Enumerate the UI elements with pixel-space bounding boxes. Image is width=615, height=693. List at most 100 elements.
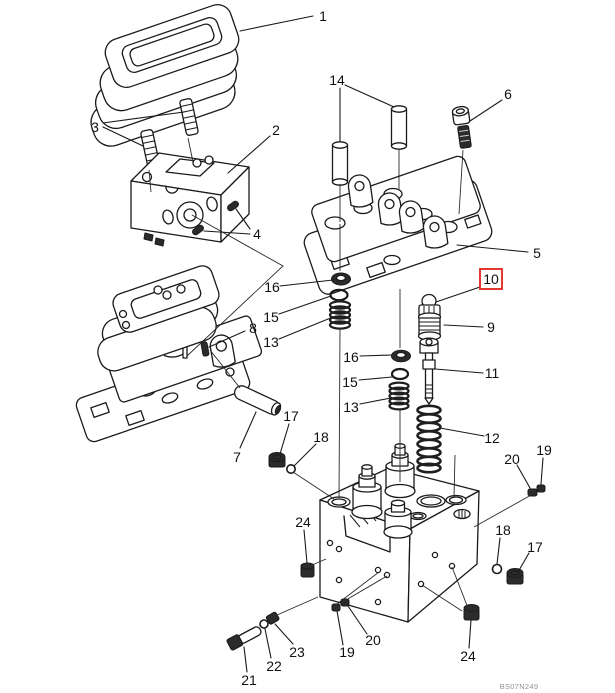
part-oring-22 [259, 619, 269, 629]
callout-leader-6 [469, 99, 503, 122]
drawing-code: BS07N249 [500, 682, 539, 691]
callout-leader-4 [235, 208, 251, 230]
callout-leader-14 [344, 84, 395, 108]
callout-leader-4 [203, 230, 251, 235]
callout-leader-12 [439, 427, 485, 437]
part-guide-pins [331, 105, 408, 186]
callout-leader-18 [293, 443, 317, 467]
assembly-line [473, 493, 534, 528]
callout-label-5: 5 [533, 245, 541, 261]
callout-leader-15 [278, 295, 332, 315]
part-stack-left [328, 272, 352, 330]
callout-label-4: 4 [253, 226, 261, 242]
callout-leader-13 [359, 397, 392, 405]
assembly-line [276, 596, 319, 616]
callout-label-17: 17 [527, 539, 543, 555]
assembly-line [451, 566, 469, 609]
assembly-line [453, 454, 456, 499]
part-plug-24-bottom [463, 604, 480, 621]
callout-label-6: 6 [504, 86, 512, 102]
part-plug-20-top-right [527, 488, 538, 497]
callout-label-9: 9 [487, 319, 495, 335]
callout-leader-16 [279, 279, 334, 287]
callout-label-14: 14 [329, 72, 345, 88]
callout-label-8: 8 [249, 320, 257, 336]
part-stack-middle [388, 349, 411, 411]
part-roll-pins [192, 200, 239, 236]
part-boot-cover [90, 4, 240, 147]
callout-leader-13 [278, 316, 334, 340]
callout-label-19: 19 [339, 644, 355, 660]
callout-label-3: 3 [91, 119, 99, 135]
callout-label-18: 18 [495, 522, 511, 538]
callout-label-15: 15 [342, 374, 358, 390]
callout-label-12: 12 [484, 430, 500, 446]
callout-label-2: 2 [272, 122, 280, 138]
callout-leader-20 [347, 605, 368, 635]
valve-tower-front-right [383, 499, 413, 539]
callout-label-13: 13 [343, 399, 359, 415]
callout-label-16: 16 [264, 279, 280, 295]
callout-label-10: 10 [483, 271, 499, 287]
valve-tower-front-left [351, 464, 383, 520]
part-plug-20-bottom-left [340, 598, 350, 607]
callout-leader-5 [456, 244, 529, 253]
part-cap-screw [451, 105, 472, 149]
callout-leader-3 [102, 111, 185, 124]
part-pivot-pin [233, 385, 282, 416]
callout-leader-23 [274, 623, 294, 645]
part-lower-boot-plate-assembly [75, 265, 263, 443]
assembly-line [336, 571, 380, 605]
callout-label-16: 16 [343, 349, 359, 365]
part-plug-23 [265, 611, 280, 625]
assembly-line [458, 149, 464, 215]
part-valve-cartridge [416, 293, 442, 474]
callout-label-19: 19 [536, 442, 552, 458]
part-plug-17-right [506, 568, 524, 585]
callout-leader-17 [517, 552, 530, 573]
callout-label-17: 17 [283, 408, 299, 424]
callout-leader-2 [227, 135, 271, 174]
callout-leader-20 [516, 464, 531, 489]
callout-leader-24 [303, 529, 308, 564]
assembly-line [292, 471, 335, 500]
assembly-line [338, 328, 341, 499]
part-plug-17-left [268, 452, 286, 468]
assembly-line [304, 558, 327, 569]
callout-leader-3 [102, 126, 144, 147]
part-mounting-plate [303, 155, 493, 295]
callout-label-18: 18 [313, 429, 329, 445]
callout-label-24: 24 [295, 514, 311, 530]
assembly-line [345, 575, 388, 601]
assembly-line [148, 169, 152, 193]
callout-label-22: 22 [266, 658, 282, 674]
callout-leader-22 [264, 628, 272, 659]
callout-leader-7 [239, 411, 257, 449]
callout-leader-16 [359, 354, 393, 357]
callout-label-24: 24 [460, 648, 476, 664]
callout-label-21: 21 [241, 672, 257, 688]
callout-leader-21 [243, 646, 248, 673]
assembly-line [187, 137, 194, 163]
callout-leader-19 [540, 457, 544, 485]
part-oring-18-right [491, 563, 503, 575]
callout-leader-8 [208, 330, 246, 348]
callout-label-13: 13 [263, 334, 279, 350]
part-plug-19-bottom-left [331, 603, 341, 612]
callout-leader-11 [434, 368, 484, 374]
callout-label-7: 7 [233, 449, 241, 465]
callout-leader-10 [435, 286, 481, 303]
highlight-box-layer [479, 268, 503, 290]
part-plug-19-top-right [536, 484, 546, 493]
callout-leader-17 [279, 423, 290, 455]
callout-leader-9 [443, 324, 484, 328]
part-bolt-21 [226, 626, 262, 651]
part-control-housing [130, 152, 250, 247]
callout-leader-18 [496, 537, 501, 565]
callout-leader-19 [336, 610, 344, 646]
callout-label-20: 20 [504, 451, 520, 467]
highlight-box-item-10 [479, 268, 503, 290]
